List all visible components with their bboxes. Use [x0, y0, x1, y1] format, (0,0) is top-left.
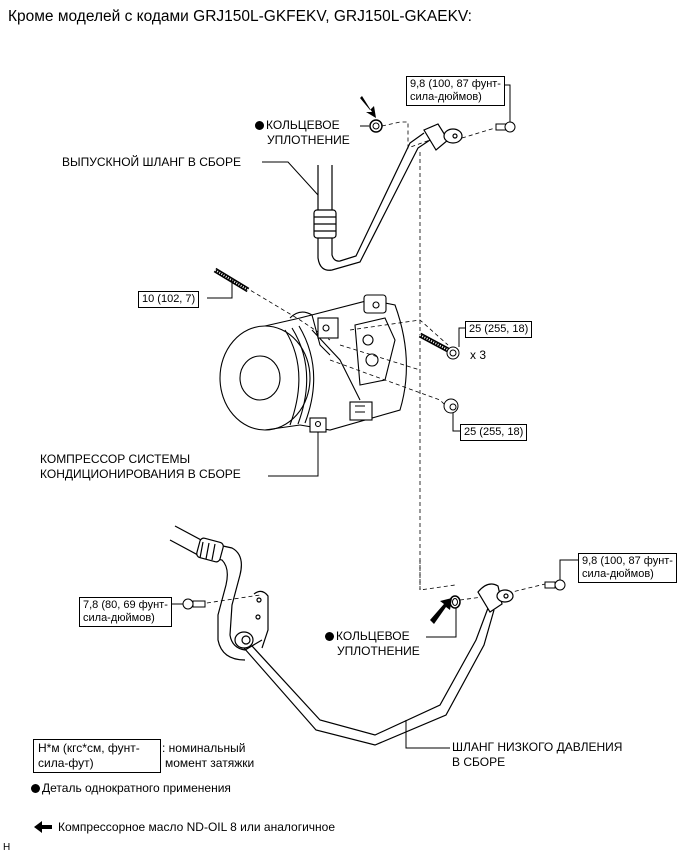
compressor-bolt	[418, 332, 460, 360]
oil-arrow-icon	[430, 598, 452, 624]
torque-stud: 10 (102, 7)	[138, 291, 200, 308]
label-discharge-hose: ВЫПУСКНОЙ ШЛАНГ В СБОРЕ	[62, 155, 241, 169]
page-title: Кроме моделей с кодами GRJ150L-GKFEKV, G…	[8, 8, 472, 25]
compressor-bolt-quantity: x 3	[470, 348, 487, 362]
legend-non-reusable: Деталь однократного применения	[31, 781, 231, 795]
legend-torque-desc: : номинальный момент затяжки	[162, 741, 255, 770]
discharge-hose-bolt	[495, 121, 516, 133]
label-compressor: КОМПРЕССОР СИСТЕМЫ КОНДИЦИОНИРОВАНИЯ В С…	[40, 452, 241, 481]
torque-bracket-bolt: 7,8 (80, 69 фунт- сила-дюймов)	[79, 597, 172, 627]
non-reusable-icon	[31, 784, 40, 793]
torque-compressor-bolt: 25 (255, 18)	[465, 321, 533, 338]
suction-hose	[169, 525, 514, 746]
oil-arrow-icon	[360, 96, 376, 118]
compressor	[219, 294, 407, 433]
oil-arrow-icon	[34, 821, 52, 833]
torque-discharge-bolt: 9,8 (100, 87 фунт- сила-дюймов)	[406, 76, 505, 106]
label-o-ring-top: КОЛЬЦЕВОЕ УПЛОТНЕНИЕ	[255, 118, 350, 148]
label-o-ring-bottom: КОЛЬЦЕВОЕ УПЛОТНЕНИЕ	[325, 629, 420, 659]
non-reusable-icon	[325, 632, 334, 641]
compressor-nut	[443, 398, 459, 414]
legend-oil: Компрессорное масло ND-OIL 8 или аналоги…	[34, 820, 335, 834]
legend-torque-unit: Н*м (кгс*см, фунт- сила-фут)	[33, 739, 161, 773]
label-suction-hose: ШЛАНГ НИЗКОГО ДАВЛЕНИЯ В СБОРЕ	[452, 740, 623, 769]
discharge-hose	[313, 123, 463, 271]
o-ring-top	[369, 119, 383, 133]
torque-compressor-nut: 25 (255, 18)	[460, 424, 528, 441]
torque-suction-bolt: 9,8 (100, 87 фунт- сила-дюймов)	[578, 553, 677, 583]
corner-mark: H	[3, 842, 11, 853]
non-reusable-icon	[255, 121, 264, 130]
